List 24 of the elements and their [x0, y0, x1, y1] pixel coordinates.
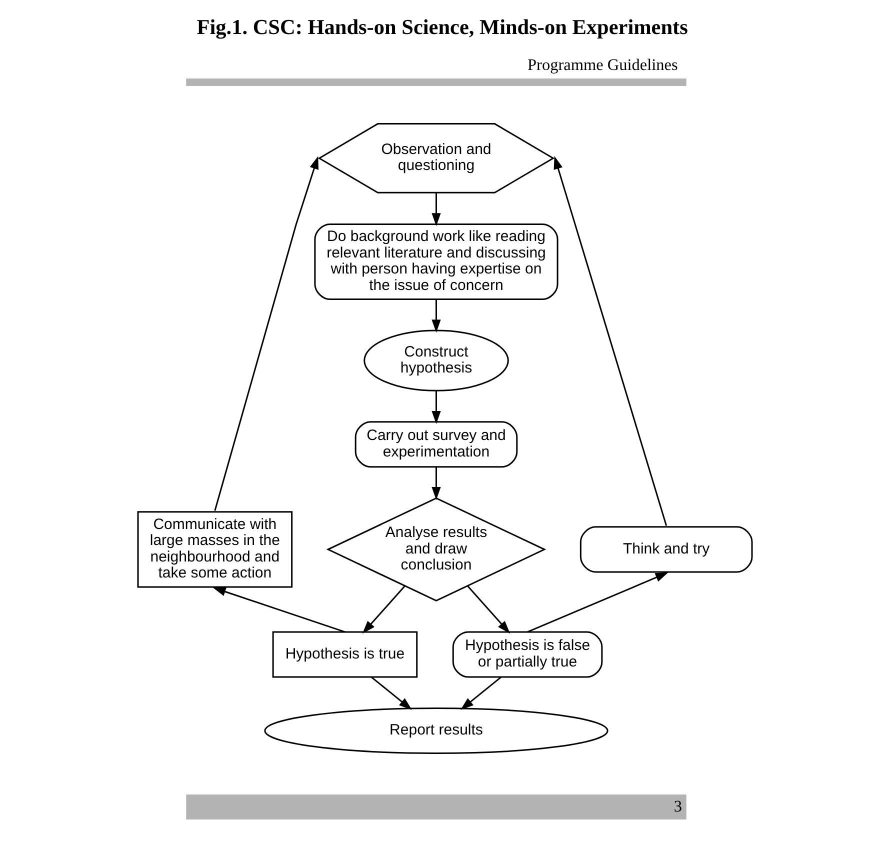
arrow [466, 585, 510, 634]
arrow [431, 193, 440, 226]
arrow [553, 156, 667, 526]
node-ellipse: Construct hypothesis [363, 330, 508, 392]
node-box: Do background work like reading relevant literature and discussing with person having expertise on the issue of concern [314, 223, 558, 300]
node-box: Hypothesis is false or partially true [452, 631, 602, 678]
arrow [362, 585, 405, 634]
node-box: Hypothesis is true [272, 631, 418, 678]
diagram-title: Fig.1. CSC: Hands-on Science, Minds-on Experiments [196, 15, 688, 40]
arrow [431, 467, 440, 500]
arrow [431, 299, 440, 333]
node-diamond: Analyse results and draw conclusion [326, 497, 546, 602]
label: Programme Guidelines [527, 56, 678, 74]
arrow [214, 156, 318, 511]
label: 3 [673, 797, 682, 816]
arrow [370, 676, 412, 710]
node-box: Carry out survey and experimentation [354, 421, 518, 468]
arrow [431, 390, 440, 424]
arrow [460, 676, 502, 710]
node-box: Think and try [579, 526, 752, 573]
node-ellipse: Report results [264, 708, 608, 754]
arrow [526, 572, 668, 633]
arrow [212, 587, 345, 633]
node-box: Communicate with large masses in the neighbourhood and take some action [136, 511, 292, 588]
